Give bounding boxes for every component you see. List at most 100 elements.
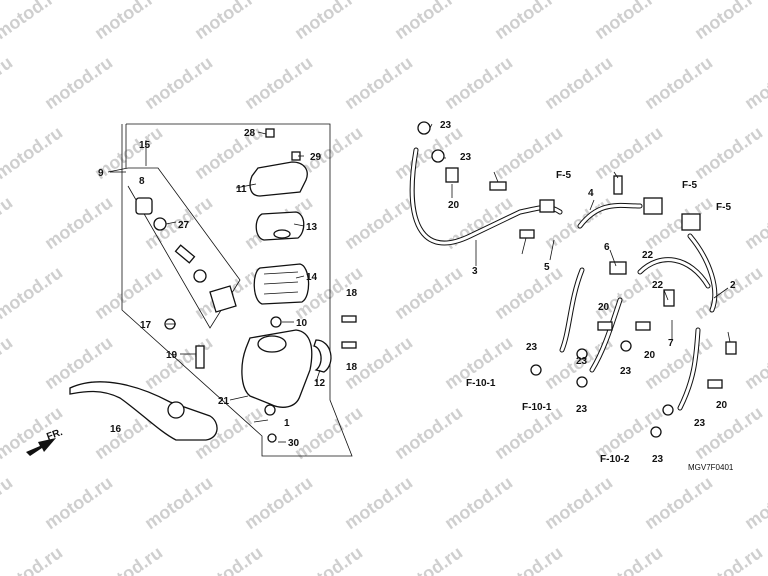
switch bbox=[264, 404, 276, 416]
callout-12: 12 bbox=[314, 378, 326, 389]
watermark-text: motod.ru bbox=[191, 0, 266, 43]
ref-f5-b: F-5 bbox=[682, 180, 697, 191]
washer-23f bbox=[662, 404, 674, 416]
watermark-text: motod.ru bbox=[541, 472, 616, 533]
callout-20b: 20 bbox=[598, 302, 610, 313]
watermark-text: motod.ru bbox=[0, 262, 66, 323]
bolt-18b bbox=[341, 341, 357, 349]
callout-20a: 20 bbox=[448, 200, 460, 211]
watermark-text: motod.ru bbox=[391, 0, 466, 43]
watermark-text: motod.ru bbox=[391, 402, 466, 463]
watermark-text: motod.ru bbox=[0, 472, 16, 533]
front-label: FR. bbox=[45, 427, 64, 443]
bolt-27 bbox=[489, 181, 507, 191]
callout-20d: 20 bbox=[716, 400, 728, 411]
watermark-text: motod.ru bbox=[0, 332, 16, 393]
washer-23g bbox=[650, 426, 662, 438]
pivot-bolt bbox=[195, 345, 205, 369]
diagram-code: MGV7F0401 bbox=[688, 463, 734, 472]
watermark-text: motod.ru bbox=[0, 52, 16, 113]
reservoir-cap bbox=[249, 161, 308, 197]
bolt-20-top bbox=[445, 167, 459, 183]
watermark-text: motod.ru bbox=[491, 262, 566, 323]
watermark-text: motod.ru bbox=[141, 52, 216, 113]
watermark-text: motod.ru bbox=[0, 122, 66, 183]
piston bbox=[174, 244, 196, 264]
watermark-text: motod.ru bbox=[91, 262, 166, 323]
reservoir-plate bbox=[255, 211, 305, 241]
callout-23a: 23 bbox=[440, 120, 452, 131]
watermark-text: motod.ru bbox=[291, 0, 366, 43]
watermark-text: motod.ru bbox=[591, 122, 666, 183]
watermark-text: motod.ru bbox=[741, 52, 768, 113]
ref-f5-c: F-5 bbox=[716, 202, 731, 213]
watermark-text: motod.ru bbox=[0, 542, 66, 576]
watermark-text: motod.ru bbox=[341, 472, 416, 533]
watermark-text: motod.ru bbox=[641, 332, 716, 393]
callout-23h: 23 bbox=[576, 356, 588, 367]
callout-6: 6 bbox=[604, 242, 610, 253]
callout-25a: 28 bbox=[244, 128, 256, 139]
callout-23g: 23 bbox=[652, 454, 664, 465]
callout-13: 13 bbox=[306, 222, 318, 233]
watermark-text: motod.ru bbox=[491, 0, 566, 43]
screw-26 bbox=[267, 433, 277, 443]
watermark-text: motod.ru bbox=[741, 192, 768, 253]
callout-23c: 23 bbox=[526, 342, 538, 353]
reference-labels: F-5 F-5 F-5 F-10-1 F-10-1 F-10-2 bbox=[466, 170, 731, 465]
spring bbox=[209, 285, 237, 313]
ref-f10-1-b: F-10-1 bbox=[522, 402, 552, 413]
bolt-20b bbox=[597, 321, 613, 331]
lever-pivot bbox=[167, 401, 185, 419]
reservoir-bore bbox=[257, 335, 287, 353]
bolt-28 bbox=[725, 341, 737, 355]
watermark-text: motod.ru bbox=[0, 192, 16, 253]
watermark-text: motod.ru bbox=[441, 472, 516, 533]
master-cylinder-assembly-frame bbox=[121, 123, 353, 457]
watermark-text: motod.ru bbox=[541, 52, 616, 113]
washer-23d bbox=[576, 376, 588, 388]
callout-23b: 23 bbox=[460, 152, 472, 163]
callout-21: 21 bbox=[218, 396, 230, 407]
callout-11: 11 bbox=[236, 184, 247, 195]
callout-10: 10 bbox=[296, 318, 308, 329]
watermark-text: motod.ru bbox=[241, 52, 316, 113]
hose-joint-f5-right bbox=[681, 213, 701, 231]
callout-20c: 20 bbox=[644, 350, 656, 361]
bolt-10 bbox=[270, 316, 282, 328]
watermark-text: motod.ru bbox=[191, 542, 266, 576]
leader-lines bbox=[110, 123, 731, 443]
watermark-text: motod.ru bbox=[691, 542, 766, 576]
bolt-18a bbox=[341, 315, 357, 323]
brake-lever bbox=[69, 381, 218, 441]
watermark-text: motod.ru bbox=[691, 122, 766, 183]
callout-9: 9 bbox=[98, 168, 104, 179]
watermark-text: motod.ru bbox=[391, 262, 466, 323]
callout-8: 8 bbox=[139, 176, 145, 187]
callout-1: 1 bbox=[284, 418, 290, 429]
bracket-22 bbox=[663, 289, 675, 307]
watermark-text: motod.ru bbox=[91, 0, 166, 43]
clamp-joint bbox=[539, 199, 555, 213]
clamp-holder bbox=[313, 339, 332, 373]
watermark-text: motod.ru bbox=[491, 542, 566, 576]
callout-2: 2 bbox=[730, 280, 736, 291]
bolt-29 bbox=[519, 229, 535, 239]
watermark-text: motod.ru bbox=[441, 52, 516, 113]
watermark-text: motod.ru bbox=[291, 542, 366, 576]
piston-cup bbox=[193, 269, 207, 283]
watermark-text: motod.ru bbox=[641, 472, 716, 533]
front-arrow bbox=[26, 438, 56, 456]
callout-23e: 23 bbox=[620, 366, 632, 377]
master-cylinder-body bbox=[241, 329, 313, 408]
callout-7: 7 bbox=[668, 338, 674, 349]
screw-25a bbox=[265, 128, 275, 138]
watermark-text: motod.ru bbox=[341, 52, 416, 113]
washer-23h bbox=[576, 348, 588, 360]
callout-15: 15 bbox=[139, 140, 151, 151]
callout-17: 17 bbox=[140, 320, 152, 331]
watermark-text: motod.ru bbox=[41, 472, 116, 533]
callout-14: 14 bbox=[306, 272, 318, 283]
watermark-text: motod.ru bbox=[41, 192, 116, 253]
